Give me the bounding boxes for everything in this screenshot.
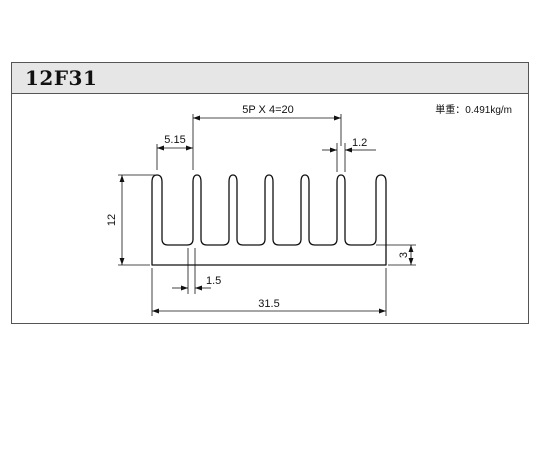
product-panel: 12F31 単重：0.491kg/m <box>11 62 529 324</box>
edge-offset-label: 5.15 <box>164 134 185 146</box>
unit-weight-label: 単重：0.491kg/m <box>435 105 512 116</box>
bottom-fin-width-label: 1.5 <box>206 275 221 287</box>
product-title: 12F31 <box>25 66 98 90</box>
base-thickness-label: 3 <box>398 252 410 258</box>
height-label: 12 <box>106 214 118 226</box>
heatsink-outline <box>151 174 387 266</box>
title-bar: 12F31 <box>12 63 528 94</box>
total-width-label: 31.5 <box>258 298 279 310</box>
pitch-label: 5P X 4=20 <box>242 104 293 116</box>
fin-thickness-label: 1.2 <box>352 137 367 149</box>
